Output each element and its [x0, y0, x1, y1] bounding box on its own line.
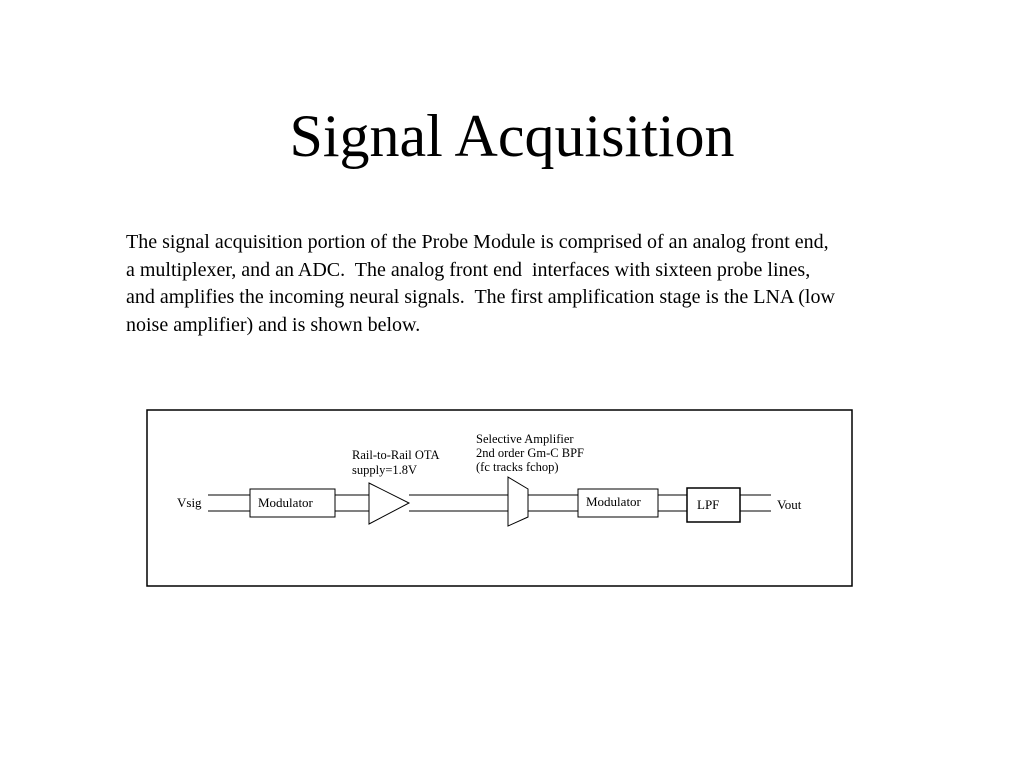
input-lines [208, 494, 250, 512]
lpf-block [686, 487, 741, 523]
slide-body-paragraph: The signal acquisition portion of the Pr… [126, 229, 956, 339]
lpf-label: LPF [697, 497, 719, 512]
vout-label: Vout [777, 497, 802, 512]
slide-title: Signal Acquisition [289, 103, 735, 169]
body-line-2: a multiplexer, and an ADC. The analog fr… [126, 258, 811, 281]
lna-diagram-svg: Vsig Modulator Rail-to-Rail OTA supply=1… [146, 409, 853, 587]
modulator-2-block [577, 488, 659, 518]
ota-caption-line2: supply=1.8V [352, 463, 417, 477]
bpf-caption-line2: 2nd order Gm-C BPF [476, 446, 584, 460]
bpf-to-mod2-lines [528, 494, 578, 512]
bpf-caption-line1: Selective Amplifier [476, 432, 574, 446]
modulator-2-label: Modulator [586, 494, 642, 509]
diagram-frame [146, 409, 853, 587]
body-line-1: The signal acquisition portion of the Pr… [126, 231, 829, 253]
modulator-1-label: Modulator [258, 495, 314, 510]
mod2-to-lpf-lines [658, 494, 687, 512]
ota-amplifier-symbol [368, 482, 411, 525]
ota-caption-line1: Rail-to-Rail OTA [352, 448, 440, 462]
output-lines [740, 494, 771, 512]
bpf-amplifier-symbol [507, 476, 529, 527]
modulator-1-block [249, 488, 336, 518]
bpf-caption-line3: (fc tracks fchop) [476, 460, 559, 474]
vsig-label: Vsig [177, 495, 202, 510]
mod1-to-ota-lines [335, 494, 369, 512]
body-line-3: and amplifies the incoming neural signal… [126, 286, 835, 308]
body-line-4: noise amplifier) and is shown below. [126, 313, 421, 336]
lna-block-diagram: Vsig Modulator Rail-to-Rail OTA supply=1… [146, 409, 854, 589]
ota-to-bpf-lines [409, 494, 508, 512]
